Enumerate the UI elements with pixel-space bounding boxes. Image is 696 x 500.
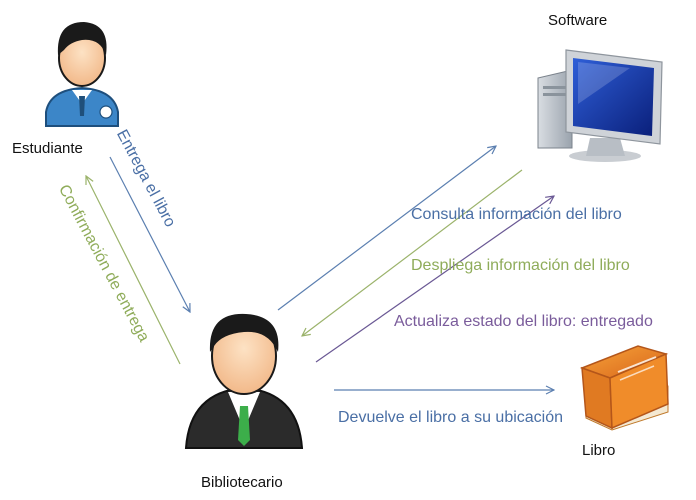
deliver-arrow: [109, 156, 190, 312]
display-message: Despliega información del libro: [411, 257, 630, 274]
computer-icon: [537, 49, 663, 162]
update-message: Actualiza estado del libro: entregado: [394, 313, 653, 330]
student-label: Estudiante: [12, 140, 83, 157]
return-message: Devuelve el libro a su ubicación: [338, 409, 564, 426]
display-arrow: [302, 169, 523, 336]
software-label: Software: [548, 12, 608, 29]
query-message: Consulta información del libro: [411, 206, 622, 223]
librarian-label: Bibliotecario: [201, 474, 283, 491]
librarian-icon: [184, 313, 304, 449]
query-arrow: [277, 146, 496, 311]
confirm-arrow: [86, 176, 181, 365]
book-icon: [579, 345, 669, 431]
book-label: Libro: [582, 442, 616, 459]
student-icon: [45, 22, 119, 127]
update-arrow: [315, 196, 554, 363]
